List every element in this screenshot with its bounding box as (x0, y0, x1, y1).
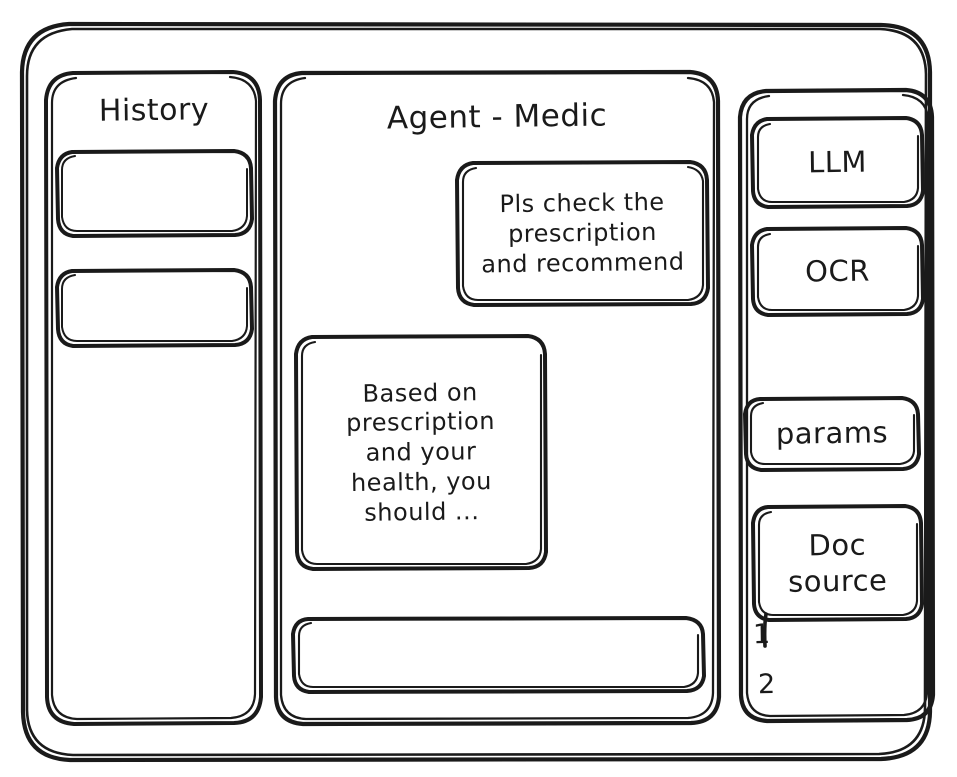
tool-llm-button[interactable]: LLM (807, 144, 868, 180)
message-composer-input[interactable] (293, 618, 704, 692)
tool-doc-source-button[interactable]: Doc source (787, 527, 888, 599)
tool-params-button[interactable]: params (775, 415, 889, 451)
history-item-2[interactable] (57, 270, 252, 346)
doc-source-entry-1[interactable]: 1 (752, 618, 771, 651)
agent-message-bubble: Based on prescription and your health, y… (345, 377, 496, 527)
agent-panel-title: Agent - Medic (386, 97, 608, 137)
doc-source-entry-2[interactable]: 2 (757, 668, 776, 701)
user-message-bubble: Pls check the prescription and recommend (481, 188, 685, 279)
history-item-1[interactable] (57, 151, 252, 236)
history-panel-title: History (98, 92, 210, 129)
tool-ocr-button[interactable]: OCR (804, 253, 871, 289)
